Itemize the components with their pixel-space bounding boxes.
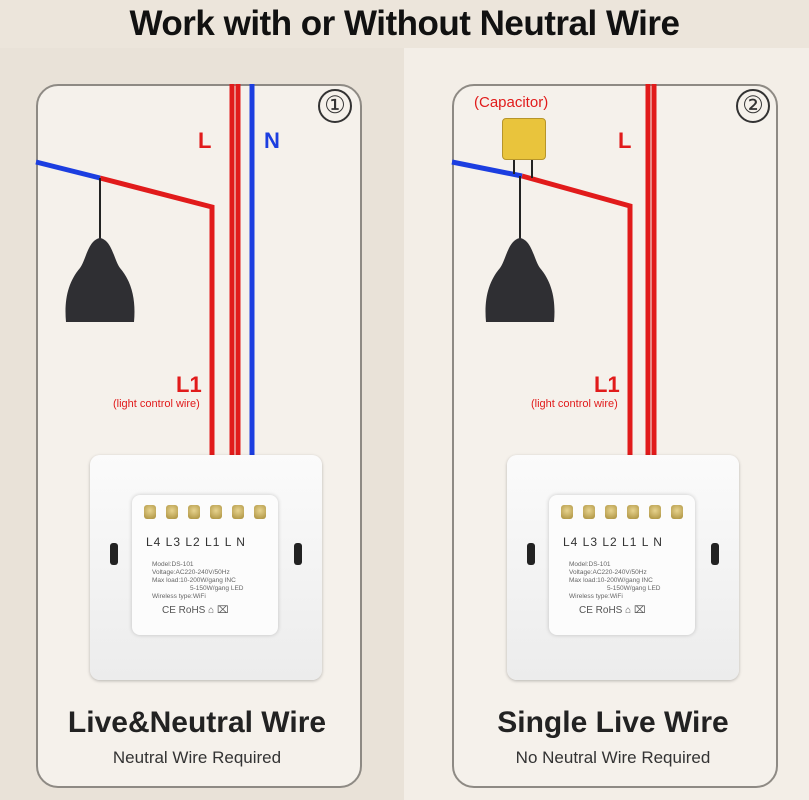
terminal-screws: [559, 505, 685, 527]
left-subheading: Neutral Wire Required: [112, 748, 282, 767]
right-l1-note: (light control wire): [531, 398, 618, 410]
capacitor-label: (Capacitor): [474, 94, 549, 111]
panel-number-2: ②: [736, 89, 770, 123]
left-pendant-lamp-icon: [65, 238, 135, 322]
terminal-screws: [142, 505, 268, 527]
right-wall-switch: L4 L3 L2 L1 L N Model:DS-101 Voltage:AC2…: [507, 455, 739, 680]
left-l1-wire: [99, 175, 215, 505]
certification-marks: CE RoHS ⌂ ⌧: [162, 605, 229, 616]
page-title: Work with or Without Neutral Wire: [129, 4, 681, 43]
left-l1-label: L1: [176, 372, 202, 397]
spec-text: Model:DS-101 Voltage:AC220-240V/50Hz Max…: [569, 561, 661, 600]
right-heading: Single Live Wire: [497, 706, 729, 739]
switch-clip: [711, 543, 719, 565]
left-neutral-feed-wire: [35, 159, 101, 181]
left-l1-note: (light control wire): [113, 398, 200, 410]
terminal-labels: L4 L3 L2 L1 L N: [563, 535, 663, 549]
spec-text: Model:DS-101 Voltage:AC220-240V/50Hz Max…: [152, 561, 244, 600]
certification-marks: CE RoHS ⌂ ⌧: [579, 605, 646, 616]
switch-clip: [294, 543, 302, 565]
switch-clip: [527, 543, 535, 565]
switch-clip: [110, 543, 118, 565]
right-l1-wire: [521, 173, 633, 505]
terminal-labels: L4 L3 L2 L1 L N: [146, 535, 246, 549]
capacitor-icon: [502, 118, 546, 160]
left-wall-switch: L4 L3 L2 L1 L N Model:DS-101 Voltage:AC2…: [90, 455, 322, 680]
right-neutral-feed-wire: [451, 159, 523, 179]
right-l1-label: L1: [594, 372, 620, 397]
right-pendant-lamp-icon: [485, 238, 555, 322]
right-subheading: No Neutral Wire Required: [515, 748, 711, 767]
right-live-label: L: [618, 128, 632, 153]
panel-number-1: ①: [318, 89, 352, 123]
left-neutral-label: N: [264, 128, 280, 153]
left-heading: Live&Neutral Wire: [67, 706, 327, 739]
switch-module: L4 L3 L2 L1 L N Model:DS-101 Voltage:AC2…: [132, 495, 278, 635]
left-live-label: L: [198, 128, 212, 153]
switch-module: L4 L3 L2 L1 L N Model:DS-101 Voltage:AC2…: [549, 495, 695, 635]
